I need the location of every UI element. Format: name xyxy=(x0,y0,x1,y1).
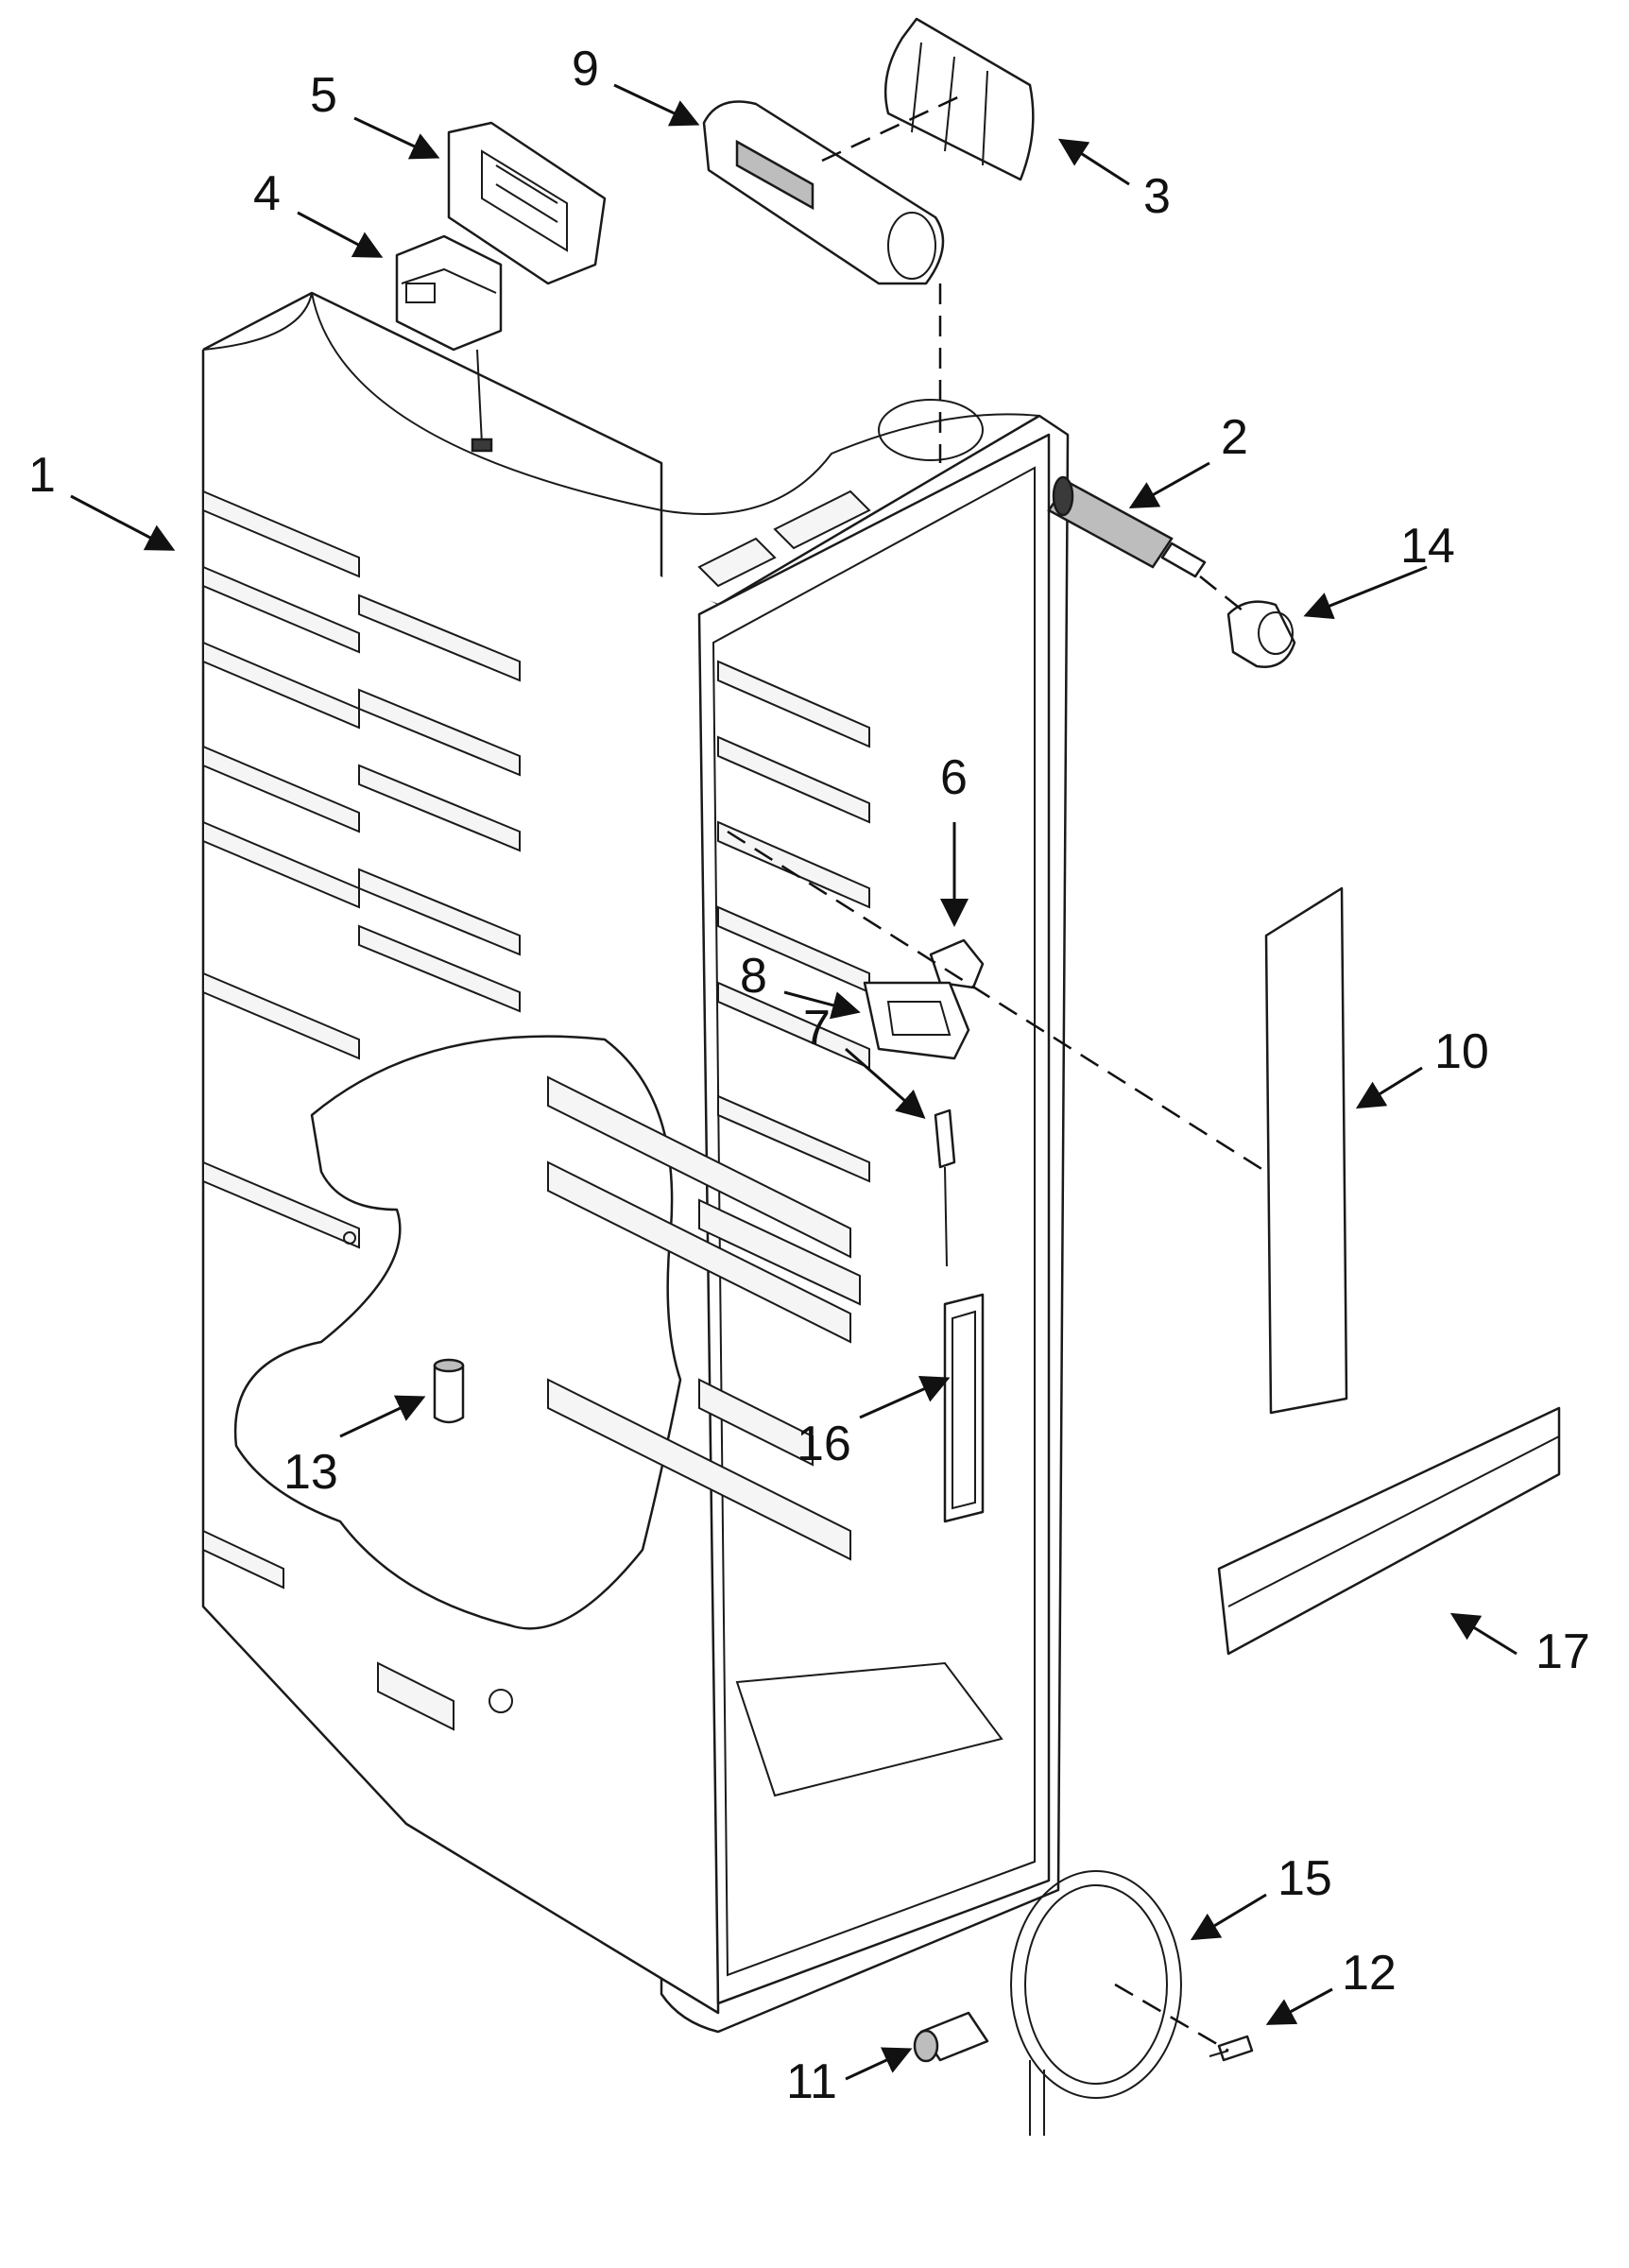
control-box-part-4 xyxy=(395,234,503,453)
tubing-coil-part-15 xyxy=(1010,1870,1182,2136)
callout-11: 11 xyxy=(786,2054,837,2109)
right-compartment-rails xyxy=(698,660,870,1467)
callout-12: 12 xyxy=(1342,1946,1397,2001)
vent-part-16 xyxy=(943,1293,985,1523)
callout-labels: 1 2 3 4 5 6 7 8 9 10 11 12 13 14 15 16 1… xyxy=(28,42,1590,2109)
callout-5: 5 xyxy=(310,68,337,123)
callout-16: 16 xyxy=(797,1417,851,1471)
screw-part-12 xyxy=(1209,2035,1254,2062)
callout-7: 7 xyxy=(803,1001,831,1056)
cabinet-liner-part-1 xyxy=(201,291,1070,2034)
callout-1: 1 xyxy=(28,448,56,503)
clip-part-6 xyxy=(929,938,985,989)
callout-8: 8 xyxy=(740,949,767,1004)
tube-part-2 xyxy=(1047,475,1207,578)
channel-part-17 xyxy=(1217,1406,1561,1656)
light-housing-part-8 xyxy=(863,981,970,1060)
callout-4: 4 xyxy=(253,166,281,221)
dispenser-housing-part-9 xyxy=(702,100,945,285)
callout-2: 2 xyxy=(1221,410,1248,465)
cap-part-14 xyxy=(1226,600,1296,668)
sensor-probe-part-7 xyxy=(934,1108,956,1267)
cover-part-3 xyxy=(883,17,1035,181)
assembly-lines xyxy=(727,93,1267,2053)
leader-arrows xyxy=(70,83,1518,2081)
callout-10: 10 xyxy=(1434,1024,1489,1079)
callout-13: 13 xyxy=(283,1445,338,1500)
callout-3: 3 xyxy=(1143,169,1171,224)
callout-15: 15 xyxy=(1277,1851,1332,1906)
housing-part-5 xyxy=(447,121,607,285)
panel-part-10 xyxy=(1264,886,1348,1415)
callout-17: 17 xyxy=(1535,1624,1590,1679)
callout-9: 9 xyxy=(572,42,599,96)
cylinder-part-13 xyxy=(433,1358,465,1424)
left-wall-ribs xyxy=(202,490,521,1731)
fitting-part-11 xyxy=(913,2011,989,2063)
callout-14: 14 xyxy=(1400,519,1455,574)
callout-6: 6 xyxy=(940,750,968,805)
